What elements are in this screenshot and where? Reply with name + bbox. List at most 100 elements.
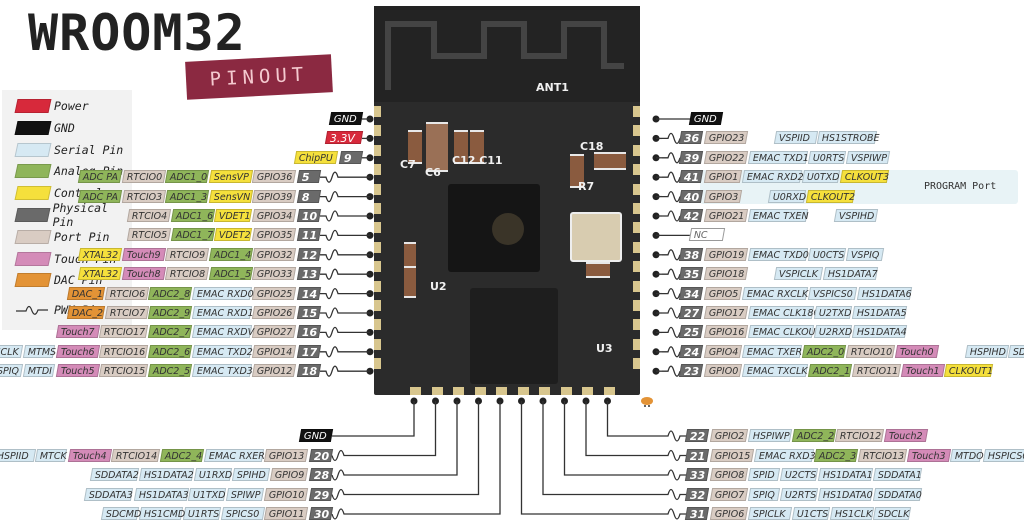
pin-function-label-text: U1TXD	[193, 489, 226, 501]
legend-label: Serial Pin	[54, 142, 124, 157]
pin-wire	[662, 210, 681, 222]
pin-function-label: EMAC TXEN	[747, 209, 808, 222]
pin-number: 41	[678, 170, 704, 184]
pin-function-label: GPIO26	[252, 306, 297, 319]
cap-c13	[404, 242, 416, 268]
pin-wire	[662, 190, 681, 203]
pin-wire	[320, 326, 344, 339]
pin-wire	[350, 401, 501, 515]
pin-number-text: 12	[301, 248, 318, 262]
cap-c6	[426, 122, 448, 172]
pin-function-label: GPIO34	[252, 209, 297, 222]
pin-function-label-text: ADC PA	[82, 172, 119, 184]
pin-function-label-text: VDET1	[219, 211, 251, 222]
pin-function-label: EMAC TXER	[741, 344, 803, 358]
pin-number-text: 29	[313, 488, 330, 502]
pin-function-label: ADC2_9	[148, 306, 193, 319]
pin-function-label-text: ADC2_0	[807, 346, 845, 358]
pin-number: GND	[688, 112, 724, 125]
pin-number: 17	[296, 344, 322, 359]
pin-function-label-text: GPIO23	[708, 133, 745, 145]
pin-number-text: 9	[343, 151, 352, 165]
pin-number-text: 11	[301, 229, 318, 243]
pin-function-label: GPIO35	[252, 228, 297, 242]
pin-number: 36	[678, 131, 704, 145]
pin-function-label-text: HS1DATA5	[856, 308, 907, 319]
pin-function-label-text: SPIWP	[231, 489, 261, 501]
pin-function-label: SDDATA0	[873, 487, 923, 501]
pin-function-label-text: EMAC RXDV	[196, 327, 255, 339]
pin-function-label: ADC2_0	[802, 344, 847, 358]
module-pad	[603, 387, 615, 395]
pin-function-label: ADC1_4	[208, 247, 253, 261]
pin-wire	[662, 307, 681, 319]
pin-number: 20	[308, 448, 334, 463]
pin-function-label: VDET2	[214, 228, 253, 242]
antenna-label: ANT1	[536, 81, 569, 94]
pin-function-label-text: HSPIHD	[969, 346, 1006, 358]
pin-function-label-text: SensVN	[213, 191, 251, 203]
pin-function-label-text: HS1DATA3	[138, 489, 189, 501]
pin-number: 39	[678, 150, 704, 165]
pin-function-label: MTCK	[35, 448, 68, 462]
pin-number-text: 22	[689, 430, 706, 443]
pin-function-label-text: SDDATA0	[878, 489, 922, 501]
pin-wire	[606, 401, 662, 437]
pin-function-label-text: EMAC TXD0	[752, 249, 809, 261]
pin-number-text: 23	[683, 365, 700, 379]
silk-u2: U2	[430, 280, 447, 293]
pin-number-text: 31	[689, 508, 706, 521]
pin-function-label: RTCIO5	[127, 228, 171, 242]
pin-function-label: GPIO33	[252, 267, 297, 281]
pin-function-label: ADC2_1	[807, 364, 852, 378]
pin-function-label: RTCIO7	[104, 306, 149, 319]
pin-function-label: HS1DATA3	[133, 487, 189, 501]
pin-function-label: ADC1_0	[165, 170, 209, 184]
pin-function-label: EMAC TXD2	[191, 344, 253, 358]
pin-wire	[320, 307, 344, 319]
pin-number-text: 21	[689, 449, 706, 463]
pin-function-label: GPIO1	[703, 170, 743, 184]
pin-number: 40	[678, 189, 704, 204]
pin-function-label: VSPIQ	[845, 247, 885, 261]
pin-function-label-text: VDET2	[219, 230, 251, 242]
pin-function-label: GPIO10	[264, 487, 309, 501]
pin-function-label: XTAL32	[77, 267, 122, 281]
legend-item: GND	[14, 120, 75, 136]
module-pad	[633, 183, 640, 195]
module-pad	[633, 125, 640, 137]
pin-function-label-text: HS1DATA2	[144, 470, 194, 481]
pin-function-label: RTCIO14	[111, 448, 161, 462]
module-pad	[374, 144, 381, 156]
pin-function-label: SPID	[747, 468, 781, 481]
pin-function-label: GPIO4	[703, 344, 743, 358]
module-pad	[633, 319, 640, 331]
pin-function-label-text: GPIO5	[708, 288, 739, 300]
pin-number: 38	[678, 247, 704, 262]
pin-function-label: SensVN	[208, 189, 253, 203]
pin-function-label-text: ADC2_2	[796, 431, 834, 442]
pin-number: 30	[308, 507, 334, 521]
antenna-zone	[374, 6, 640, 102]
pin-number: 11	[296, 228, 322, 243]
pin-number: 5	[296, 170, 322, 184]
pin-function-label-text: GPIO6	[714, 509, 745, 520]
module-pad	[496, 387, 507, 395]
pin-function-label-text: RTCIO13	[862, 450, 904, 462]
pin-function-label-text: RTCIO10	[850, 346, 893, 358]
pin-function-label-text: EMAC RXD3	[758, 450, 816, 462]
pin-function-label: SDDATA1	[1008, 344, 1024, 358]
pin-number-text: 15	[301, 307, 318, 320]
pin-function-label: Touch1	[900, 364, 945, 378]
pin-function-label: GPIO36	[252, 170, 297, 184]
pin-function-label-text: Touch9	[126, 249, 161, 261]
pin-function-label: HSPIWP	[747, 429, 792, 442]
pin-function-label-text: GPIO9	[274, 470, 305, 481]
pin-function-label-text: EMAC TXD1	[752, 152, 809, 164]
pin-function-label-text: EMAC TXCLK	[746, 366, 808, 378]
module-pad	[633, 338, 640, 350]
pin-number-text: GND	[303, 431, 327, 442]
pin-function-label-text: U0TXD	[807, 172, 840, 184]
pin-function-label-text: EMAC CLKOUT	[752, 327, 821, 339]
pin-function-label-text: GPIO14	[257, 346, 293, 358]
